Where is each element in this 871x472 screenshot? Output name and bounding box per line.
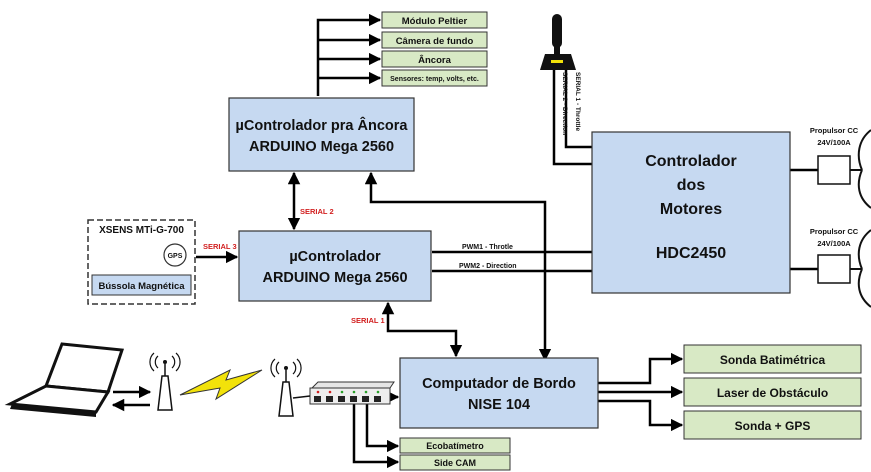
compass-label: Bússola Magnética [98, 281, 185, 292]
svg-text:Sensores: temp, volts, etc.: Sensores: temp, volts, etc. [390, 76, 479, 83]
anchor-controller-block: µControlador pra Âncora ARDUINO Mega 256… [229, 98, 414, 171]
svg-text:Sonda Batimétrica: Sonda Batimétrica [720, 353, 826, 367]
svg-text:Laser de Obstáculo: Laser de Obstáculo [717, 386, 828, 400]
svg-text:µControlador pra Âncora: µControlador pra Âncora [236, 116, 409, 134]
svg-text:Propulsor CC: Propulsor CC [810, 126, 859, 135]
output-ecobatimetro: Ecobatímetro [400, 438, 510, 453]
svg-text:ARDUINO Mega 2560: ARDUINO Mega 2560 [262, 270, 407, 286]
svg-text:Side CAM: Side CAM [434, 458, 476, 468]
antenna-switch-cable [293, 396, 310, 398]
svg-text:ARDUINO Mega 2560: ARDUINO Mega 2560 [249, 139, 394, 155]
svg-text:Motores: Motores [660, 201, 722, 218]
svg-text:µControlador: µControlador [289, 249, 381, 265]
svg-text:Câmera de fundo: Câmera de fundo [396, 36, 474, 47]
pwm2-label: PWM2 - Direction [459, 263, 517, 270]
peripheral-sensors: Sensores: temp, volts, etc. [382, 70, 487, 86]
svg-text:24V/100A: 24V/100A [817, 138, 851, 147]
output-side-cam: Side CAM [400, 455, 510, 470]
thruster-bottom: Propulsor CC 24V/100A [810, 227, 871, 307]
peripheral-camera: Câmera de fundo [382, 32, 487, 48]
serial3-label: SERIAL 3 [203, 242, 237, 251]
gps-label: GPS [168, 253, 183, 260]
svg-text:NISE 104: NISE 104 [468, 397, 530, 413]
antenna-left-icon [150, 353, 180, 410]
joystick-icon [540, 14, 576, 70]
main-controller-block: µControlador ARDUINO Mega 2560 [239, 231, 431, 301]
laptop-icon [10, 344, 122, 417]
svg-text:dos: dos [677, 177, 706, 194]
antenna-right-icon [271, 359, 301, 416]
svg-text:24V/100A: 24V/100A [817, 239, 851, 248]
serial2-label: SERIAL 2 [300, 207, 334, 216]
thruster-top: Propulsor CC 24V/100A [810, 126, 871, 208]
svg-text:Computador de Bordo: Computador de Bordo [422, 376, 576, 392]
output-sonda-batimetrica: Sonda Batimétrica [684, 345, 861, 373]
joy-serial1-label: SERIAL 1 - Throttle [574, 72, 581, 131]
joy-serial2-label: SERIAL 2 - Direction [561, 72, 568, 135]
svg-text:Controlador: Controlador [645, 153, 737, 170]
svg-text:Âncora: Âncora [418, 54, 451, 66]
wireless-link-lightning-icon [180, 370, 262, 399]
svg-text:Módulo Peltier: Módulo Peltier [402, 16, 468, 27]
thruster-top-box [818, 156, 850, 184]
svg-text:HDC2450: HDC2450 [656, 245, 726, 262]
output-sonda-gps: Sonda + GPS [684, 411, 861, 439]
network-switch-icon [310, 382, 394, 404]
svg-text:Propulsor CC: Propulsor CC [810, 227, 859, 236]
computer-block: Computador de Bordo NISE 104 [400, 358, 598, 428]
svg-text:Ecobatímetro: Ecobatímetro [426, 441, 484, 451]
motor-controller-block: Controlador dos Motores HDC2450 [592, 132, 790, 293]
svg-text:Sonda + GPS: Sonda + GPS [735, 419, 811, 433]
xsens-title: XSENS MTi-G-700 [99, 225, 184, 236]
output-laser: Laser de Obstáculo [684, 378, 861, 406]
serial1-label: SERIAL 1 [351, 316, 385, 325]
pwm1-label: PWM1 - Throtle [462, 244, 513, 251]
xsens-module: XSENS MTi-G-700 GPS Bússola Magnética [88, 220, 195, 304]
propeller-icon [859, 230, 871, 269]
thruster-bottom-box [818, 255, 850, 283]
peripheral-anchor: Âncora [382, 51, 487, 67]
peripheral-peltier: Módulo Peltier [382, 12, 487, 28]
propeller-icon [859, 130, 871, 170]
